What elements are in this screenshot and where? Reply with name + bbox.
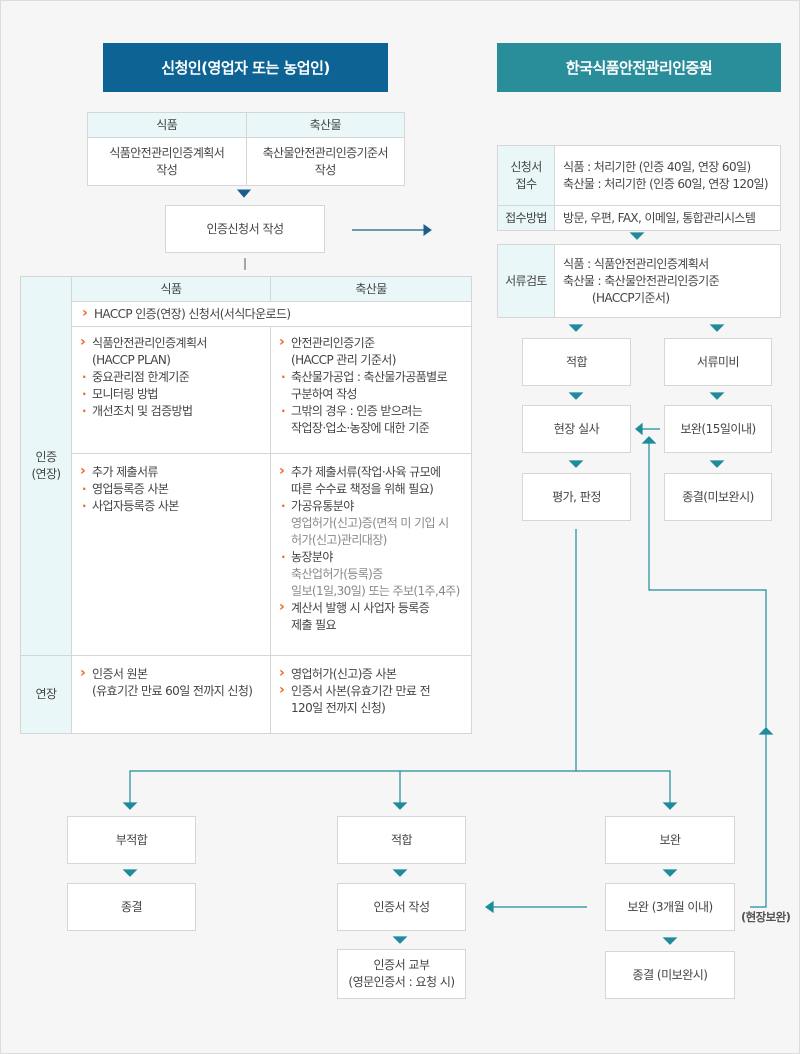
receipt-cell: 식품 : 처리기한 (인증 40일, 연장 60일) 축산물 : 처리기한 (인…	[554, 145, 781, 206]
livestock-plan-cell: 안전관리인증기준 (HACCP 관리 기준서) 축산물가공업 : 축산물가공품별…	[270, 326, 472, 454]
arrow-down-icon	[662, 937, 678, 945]
application-box: 인증신청서 작성	[165, 205, 325, 253]
inspection-box: 현장 실사	[522, 405, 631, 453]
receipt-food: 식품 : 처리기한 (인증 40일, 연장 60일)	[563, 159, 751, 174]
arrow-up-icon	[758, 727, 774, 735]
list-item: 영업등록증 사본	[76, 481, 266, 498]
arrow-down-icon	[568, 324, 584, 332]
col-header-livestock: 축산물	[270, 276, 472, 302]
list-item: 사업자등록증 사본	[76, 498, 266, 515]
livestock-plan-cell: 축산물안전관리인증기준서 작성	[245, 137, 405, 186]
col-header-food: 식품	[87, 112, 247, 138]
review-livestock: 축산물 : 축산물안전관리인증기준 (HACCP기준서)	[563, 273, 720, 305]
agency-header: 한국식품안전관리인증원	[497, 43, 781, 92]
supplement-15d-box: 보완(15일이내)	[664, 405, 772, 453]
food-plan-cell: 식품안전관리인증계획서 (HACCP PLAN) 중요관리점 한계기준 모니터링…	[71, 326, 271, 454]
food-plan-title: 식품안전관리인증계획서 (HACCP PLAN)	[76, 334, 266, 369]
list-item: 중요관리점 한계기준	[76, 369, 266, 386]
list-item-detail: 영업허가(신고)증(면적 미 기입 시 허가(신고)관리대장)	[291, 516, 449, 547]
food-plan-cell: 식품안전관리인증계획서 작성	[87, 137, 247, 186]
arrow-down-icon	[122, 869, 138, 877]
arrow-down-icon	[629, 232, 645, 240]
row-label-cert: 인증 (연장)	[20, 276, 72, 656]
fail-end-box: 종결	[67, 883, 196, 931]
arrow-down-icon	[568, 460, 584, 468]
arrow-down-icon	[709, 460, 725, 468]
livestock-extra-cell: 추가 제출서류(작업·사육 규모에 따른 수수료 책정을 위해 필요) 가공유통…	[270, 453, 472, 656]
supplement-3m-box: 보완 (3개월 이내)	[605, 883, 735, 931]
arrow-down-icon	[122, 802, 138, 810]
applicant-header: 신청인(영업자 또는 농업인)	[103, 43, 388, 92]
application-form-download-link[interactable]: HACCP 인증(연장) 신청서(서식다운로드)	[78, 305, 471, 323]
arrow-down-icon	[662, 802, 678, 810]
pass-box: 적합	[522, 338, 631, 386]
arrow-up-icon	[641, 436, 657, 444]
arrow-right-icon	[423, 224, 432, 236]
pass-outcome-box: 적합	[337, 816, 466, 864]
supplement-end-box: 종결 (미보완시)	[605, 951, 735, 999]
documents-table: 인증 (연장) 식품 축산물 HACCP 인증(연장) 신청서(서식다운로드) …	[20, 276, 472, 734]
arrow-down-icon	[392, 869, 408, 877]
certificate-write-box: 인증서 작성	[337, 883, 466, 931]
evaluation-box: 평가, 판정	[522, 473, 631, 521]
review-table: 서류검토 식품 : 식품안전관리인증계획서 축산물 : 축산물안전관리인증기준 …	[497, 244, 781, 318]
arrow-down-icon	[392, 802, 408, 810]
list-item: 개선조치 및 검증방법	[76, 403, 266, 420]
food-extra-title: 추가 제출서류	[76, 463, 266, 481]
arrow-down-icon	[709, 324, 725, 332]
arrow-left-icon	[635, 422, 643, 436]
incomplete-box: 서류미비	[664, 338, 772, 386]
method-text: 방문, 우편, FAX, 이메일, 통합관리시스템	[554, 205, 781, 231]
row-label-renew: 연장	[20, 655, 72, 734]
certificate-issue-box: 인증서 교부 (영문인증서 : 요청 시)	[337, 949, 466, 999]
receipt-label: 신청서 접수	[497, 145, 555, 206]
arrow-left-icon	[484, 900, 494, 914]
invoice-note: 계산서 발행 시 사업자 등록증 제출 필요	[275, 599, 467, 634]
food-renew-text: 인증서 원본 (유효기간 만료 60일 전까지 신청)	[76, 665, 266, 700]
onsite-supplement-label: (현장보완)	[741, 910, 791, 924]
list-item: 그밖의 경우 : 인증 받으려는 작업장·업소·농장에 대한 기준	[275, 403, 467, 437]
supplement-outcome-box: 보완	[605, 816, 735, 864]
livestock-plan-title: 안전관리인증기준 (HACCP 관리 기준서)	[275, 334, 467, 369]
food-renew-cell: 인증서 원본 (유효기간 만료 60일 전까지 신청)	[71, 655, 271, 734]
arrow-down-icon	[568, 392, 584, 400]
list-item: 가공유통분야	[275, 498, 467, 515]
list-item-detail: 축산업허가(등록)증 일보(1일,30일) 또는 주보(1주,4주)	[291, 567, 460, 598]
arrow-down-icon	[709, 392, 725, 400]
list-item: 농장분야	[275, 549, 467, 566]
list-item: 영업허가(신고)증 사본	[275, 665, 467, 683]
list-item: 모니터링 방법	[76, 386, 266, 403]
food-extra-cell: 추가 제출서류 영업등록증 사본 사업자등록증 사본	[71, 453, 271, 656]
onsite-supplement-line	[648, 443, 767, 908]
review-label: 서류검토	[497, 244, 555, 318]
list-item: 인증서 사본(유효기간 만료 전 120일 전까지 신청)	[275, 682, 467, 717]
arrow-down-icon	[662, 869, 678, 877]
livestock-renew-cell: 영업허가(신고)증 사본 인증서 사본(유효기간 만료 전 120일 전까지 신…	[270, 655, 472, 734]
arrow-down-icon	[236, 189, 252, 198]
fail-box: 부적합	[67, 816, 196, 864]
arrow-down-icon	[392, 936, 408, 944]
livestock-extra-title: 추가 제출서류(작업·사육 규모에 따른 수수료 책정을 위해 필요)	[275, 463, 467, 498]
terminate-box: 종결(미보완시)	[664, 473, 772, 521]
receipt-livestock: 축산물 : 처리기한 (인증 60일, 연장 120일)	[563, 176, 769, 191]
list-item: 축산물가공업 : 축산물가공품별로 구분하여 작성	[275, 369, 467, 403]
review-food: 식품 : 식품안전관리인증계획서	[563, 256, 709, 271]
receipt-table: 신청서 접수 식품 : 처리기한 (인증 40일, 연장 60일) 축산물 : …	[497, 145, 781, 231]
review-cell: 식품 : 식품안전관리인증계획서 축산물 : 축산물안전관리인증기준 (HACC…	[554, 244, 781, 318]
col-header-livestock: 축산물	[245, 112, 405, 138]
method-label: 접수방법	[497, 205, 555, 231]
col-header-food: 식품	[71, 276, 271, 302]
